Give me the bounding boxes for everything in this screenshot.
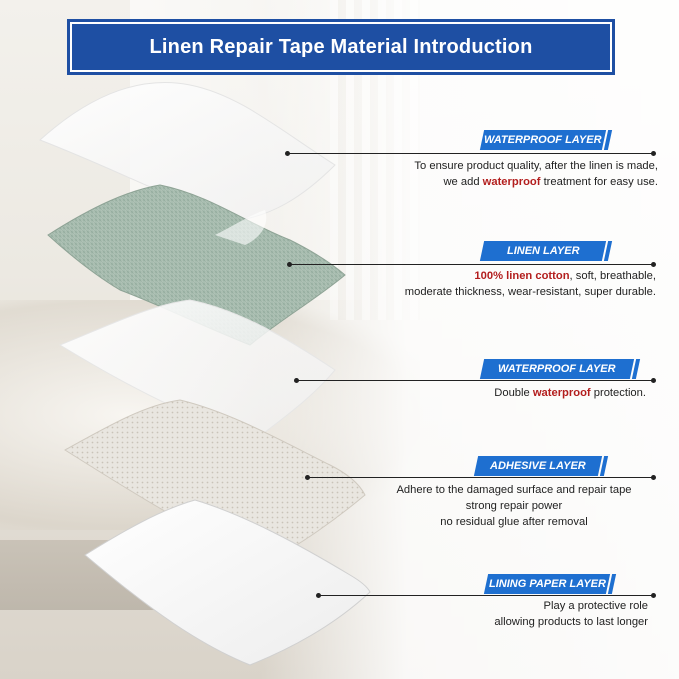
layer-description: Double waterproof protection.: [494, 387, 646, 399]
pointer-dot: [651, 593, 656, 598]
pointer-line: [288, 153, 653, 155]
lining-paper-layer: [84, 499, 371, 666]
pointer-dot: [316, 593, 321, 598]
layer-description: 100% linen cotton, soft, breathable, mod…: [404, 270, 656, 298]
pointer-dot: [651, 262, 656, 267]
pointer-dot: [287, 262, 292, 267]
pointer-dot: [651, 378, 656, 383]
layer-description: To ensure product quality, after the lin…: [414, 160, 658, 188]
layer-badge: WATERPROOF LAYER: [479, 359, 635, 379]
title-banner: Linen Repair Tape Material Introduction: [70, 22, 612, 72]
pointer-line: [319, 595, 653, 597]
pointer-dot: [294, 378, 299, 383]
pointer-dot: [651, 151, 656, 156]
layer-badge: LINEN LAYER: [479, 241, 607, 261]
layer-badge: WATERPROOF LAYER: [479, 130, 607, 150]
pointer-dot: [285, 151, 290, 156]
pointer-line: [290, 264, 653, 266]
layer-description: Adhere to the damaged surface and repair…: [396, 484, 632, 528]
layer-badge: ADHESIVE LAYER: [473, 456, 603, 476]
layer-badge: LINING PAPER LAYER: [483, 574, 611, 594]
linen-layer: [47, 184, 346, 346]
pointer-line: [297, 380, 653, 382]
pointer-dot: [651, 475, 656, 480]
pointer-line: [308, 477, 653, 479]
pointer-dot: [305, 475, 310, 480]
page-title: Linen Repair Tape Material Introduction: [149, 35, 533, 58]
layer-description: Play a protective role allowing products…: [494, 600, 648, 628]
